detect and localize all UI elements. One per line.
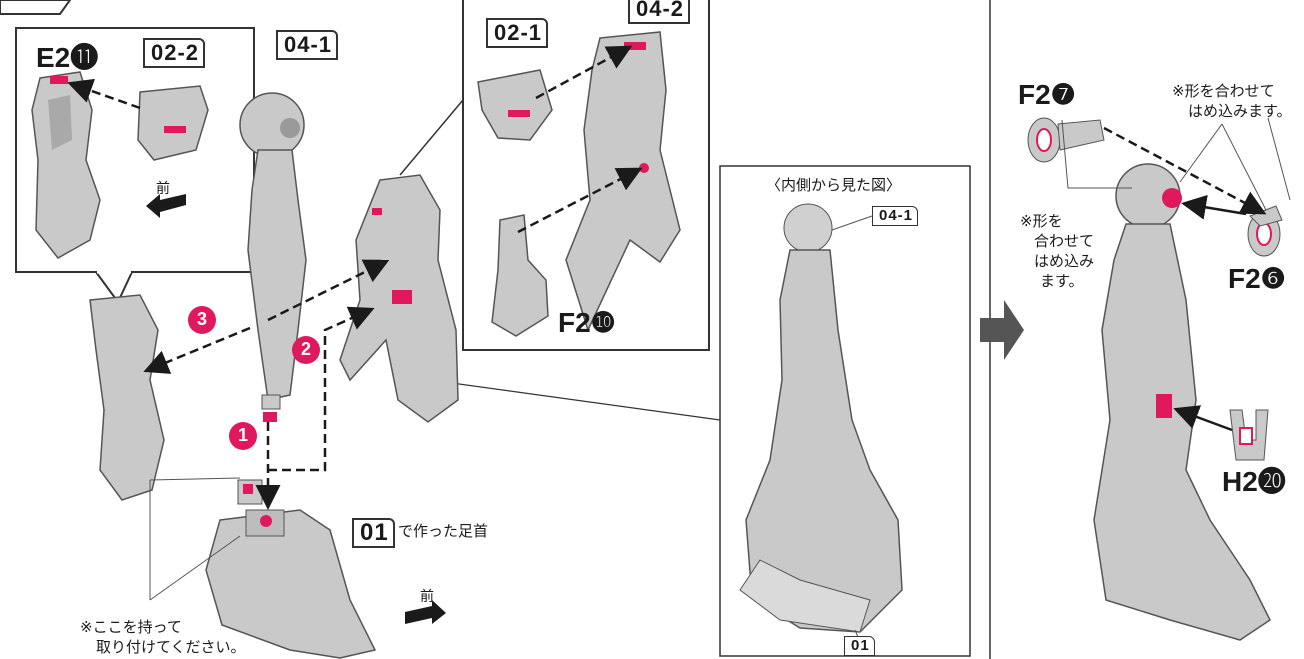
step-number-1: 1 (237, 425, 248, 445)
made-in-01-note: で作った足首 (398, 522, 489, 540)
label-e2-11: E2⓫ (36, 42, 99, 73)
part-e2 (31, 71, 101, 259)
part-outer-shell (339, 174, 459, 423)
label-h2-20: H2⓴ (1222, 466, 1286, 497)
part-f2-6 (1247, 205, 1283, 257)
part-f2-7 (1027, 117, 1105, 163)
inside-view-leg (739, 203, 903, 633)
step-circle-2 (292, 336, 320, 364)
label-01: 01 (352, 518, 395, 548)
step-number-2: 2 (300, 339, 311, 359)
fit-note-b2: 合わせて (1034, 232, 1095, 250)
label-02-2: 02-2 (143, 38, 206, 68)
label-f2-7: F2❼ (1018, 79, 1076, 110)
fit-note-a2: はめ込みます。 (1188, 102, 1292, 120)
step-number-3: 3 (196, 309, 207, 329)
fit-note-b1: ※形を (1020, 212, 1063, 230)
part-f2-10 (491, 214, 549, 337)
hold-note-2: 取り付けてください。 (96, 638, 246, 656)
fit-note-b3: はめ込み (1034, 252, 1095, 270)
front-label-1: 前 (156, 181, 170, 197)
label-04-1-inside: 04-1 (872, 206, 919, 226)
label-f2-10: F2❿ (558, 307, 616, 338)
fit-note-a1: ※形を合わせて (1172, 82, 1275, 100)
step-circle-1 (229, 422, 257, 450)
part-left-shell (89, 294, 165, 501)
hold-note-1: ※ここを持って (80, 618, 182, 636)
label-04-1: 04-1 (276, 30, 339, 60)
inside-view-title: 〈内側から見た図〉 (766, 176, 902, 194)
assembled-leg (1093, 163, 1271, 641)
label-04-2: 04-2 (628, 0, 691, 24)
label-01-inside: 01 (844, 636, 875, 656)
part-01-ankle (205, 479, 377, 659)
step-circle-3 (188, 306, 216, 334)
part-02-1 (477, 69, 553, 141)
label-02-1: 02-1 (486, 18, 549, 48)
next-step-arrow (980, 300, 1024, 360)
label-f2-6: F2❻ (1228, 263, 1286, 294)
part-02-2 (137, 85, 209, 161)
part-h2-20 (1229, 409, 1269, 461)
step-tab (0, 0, 72, 15)
fit-note-b4: ます。 (1040, 272, 1084, 290)
part-04-1 (239, 92, 307, 422)
front-label-2: 前 (420, 589, 434, 605)
